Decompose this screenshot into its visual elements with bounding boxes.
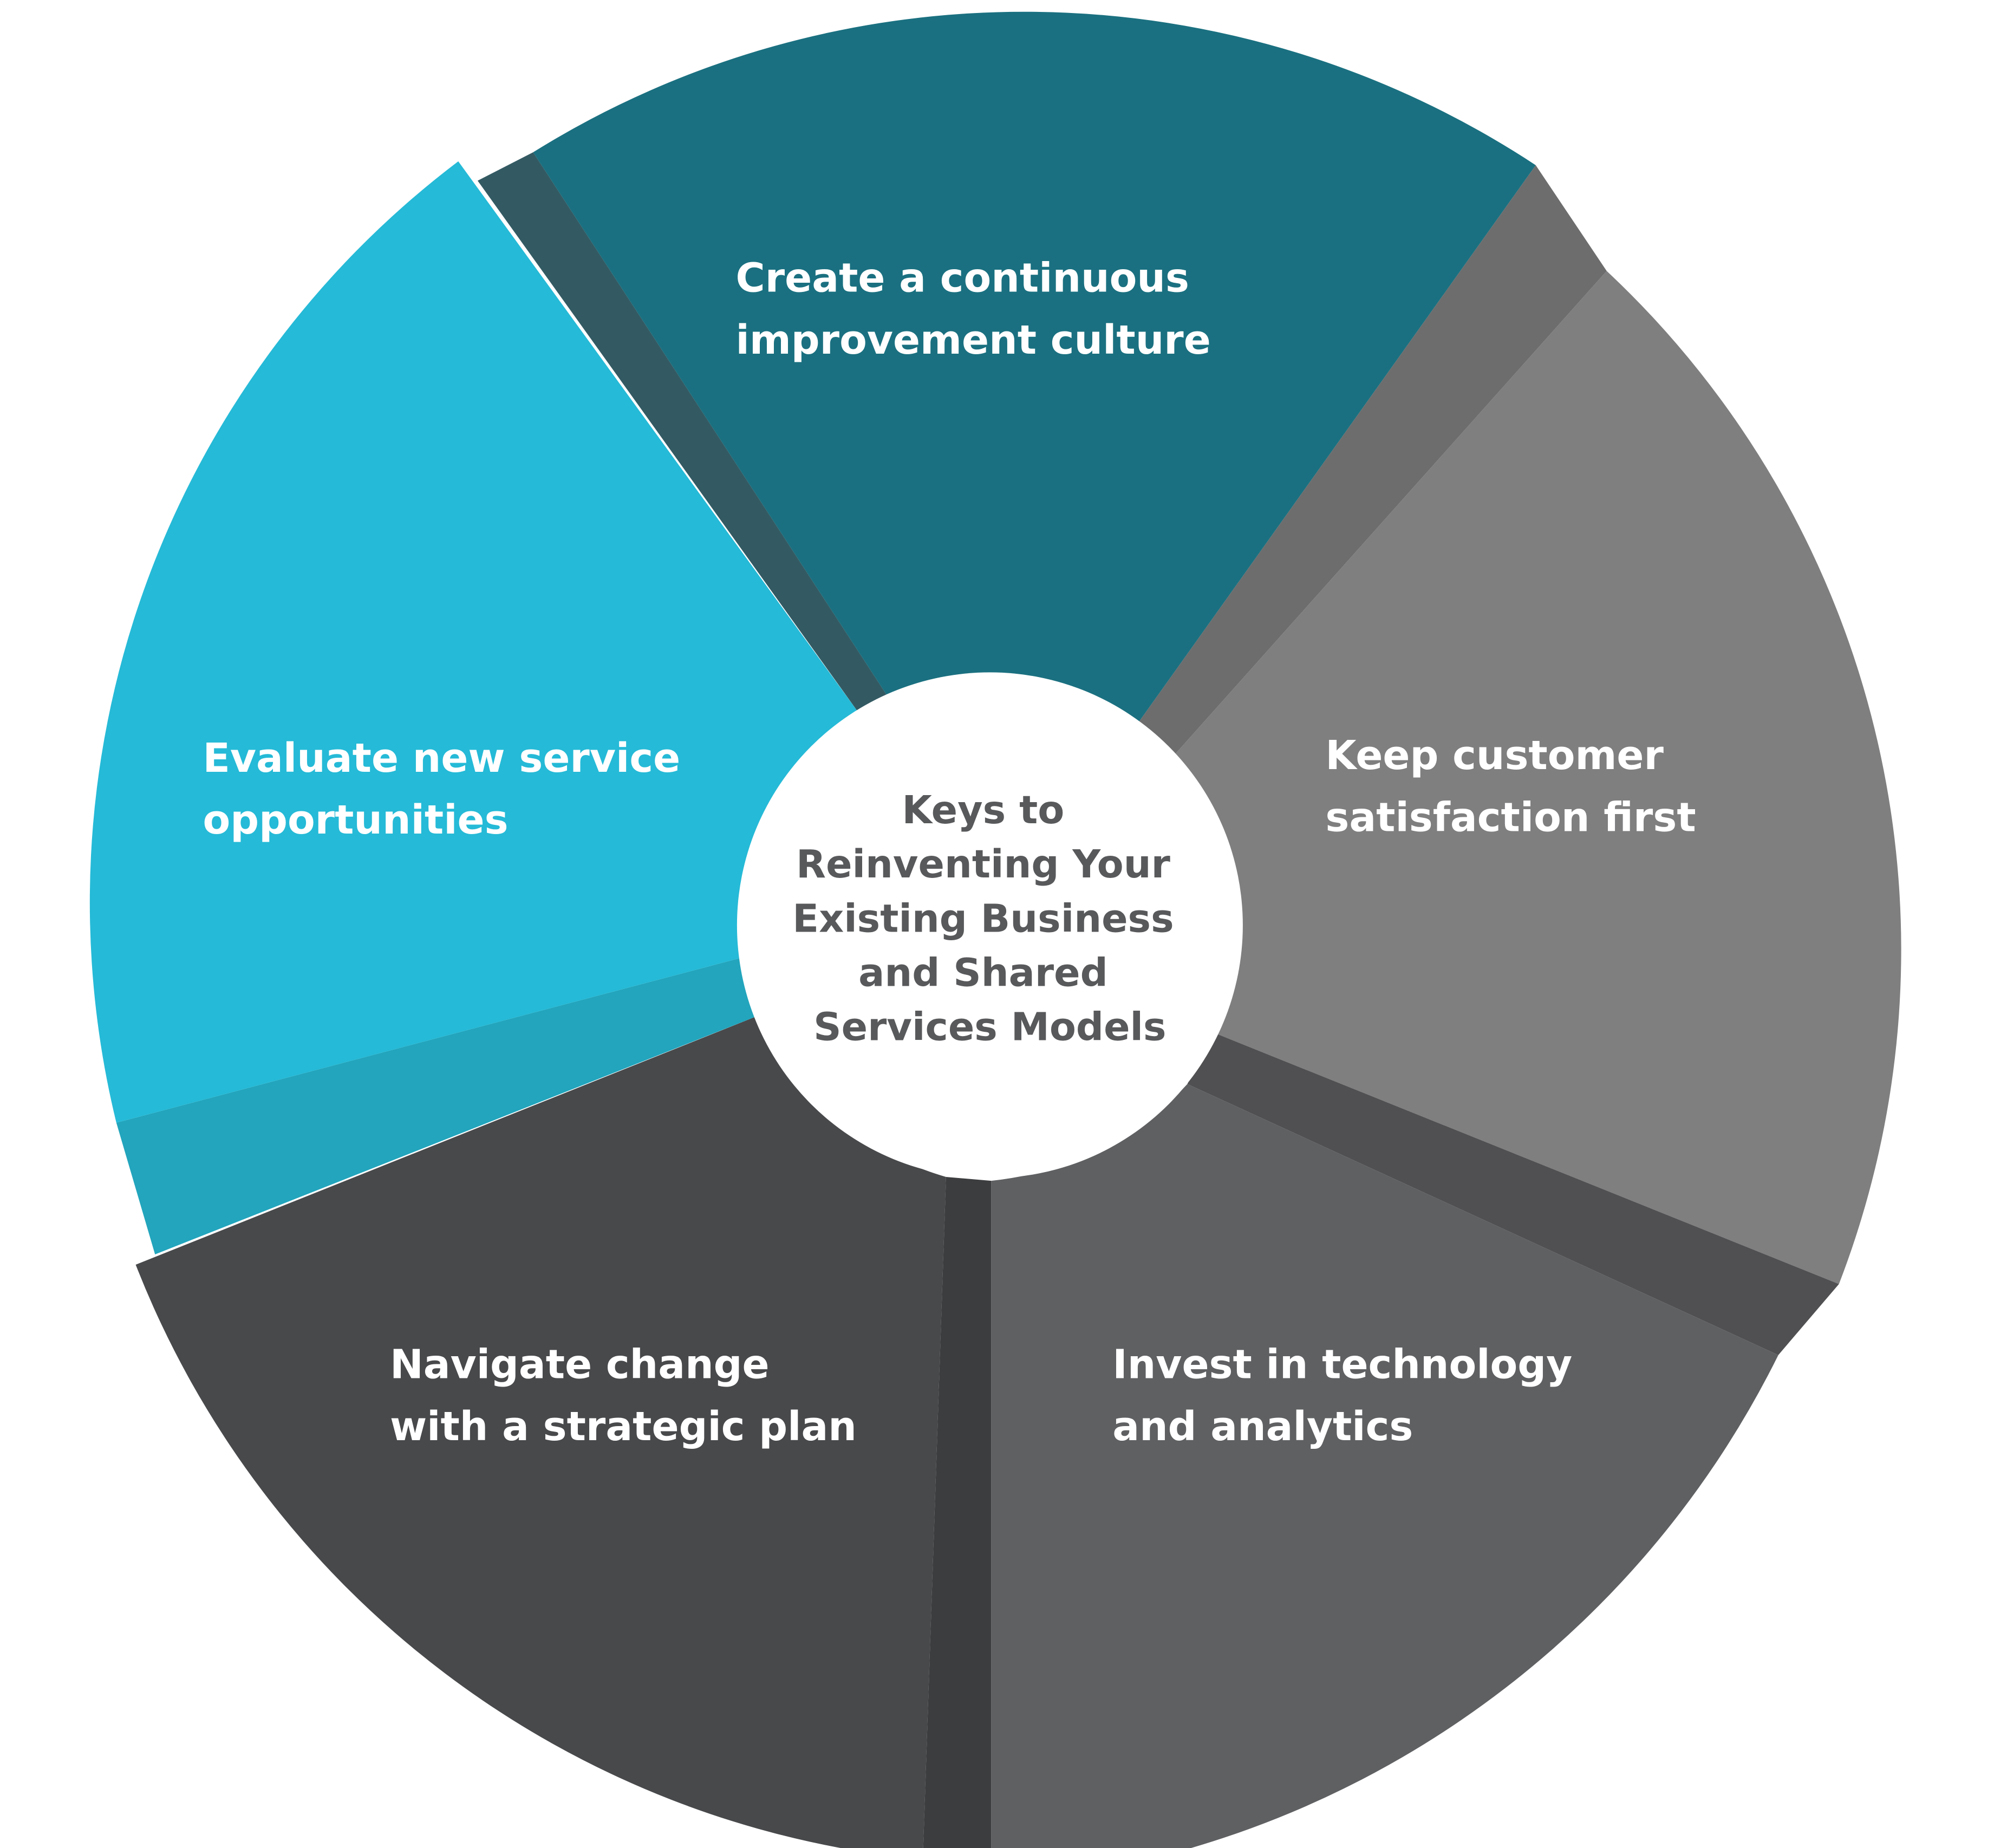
segment-new-service: Evaluate new service opportunities [89,161,858,1254]
segment-label: Evaluate new service opportunities [203,735,694,843]
segment-shade [1187,1032,1839,1355]
segment-shade [116,957,755,1254]
segment-shade [923,1177,992,1848]
segment-technology-analytics: Invest in technology and analytics [991,1032,1839,1848]
segment-wedge [135,1017,946,1848]
segment-customer-satisfaction: Keep customer satisfaction first [1138,165,1901,1284]
segment-label: Invest in technology and analytics [1112,1342,1586,1450]
segment-wedge [89,161,858,1123]
segment-label: Create a continuous improvement culture [736,255,1211,363]
segment-label: Navigate change with a strategic plan [390,1342,857,1450]
segment-shade [1138,165,1607,755]
segment-wedge [533,11,1536,723]
segment-wedge [1174,271,1901,1284]
segment-wedge [991,1084,1778,1848]
segment-label: Keep customer satisfaction first [1325,732,1696,841]
center-title: Keys to Reinventing Your Existing Busine… [792,788,1187,1049]
segment-shade [477,152,888,713]
segment-strategic-plan: Navigate change with a strategic plan [135,1017,992,1848]
segment-continuous-improvement: Create a continuous improvement culture [477,11,1536,723]
center-hub: Keys to Reinventing Your Existing Busine… [737,672,1243,1179]
center-circle [737,672,1243,1179]
